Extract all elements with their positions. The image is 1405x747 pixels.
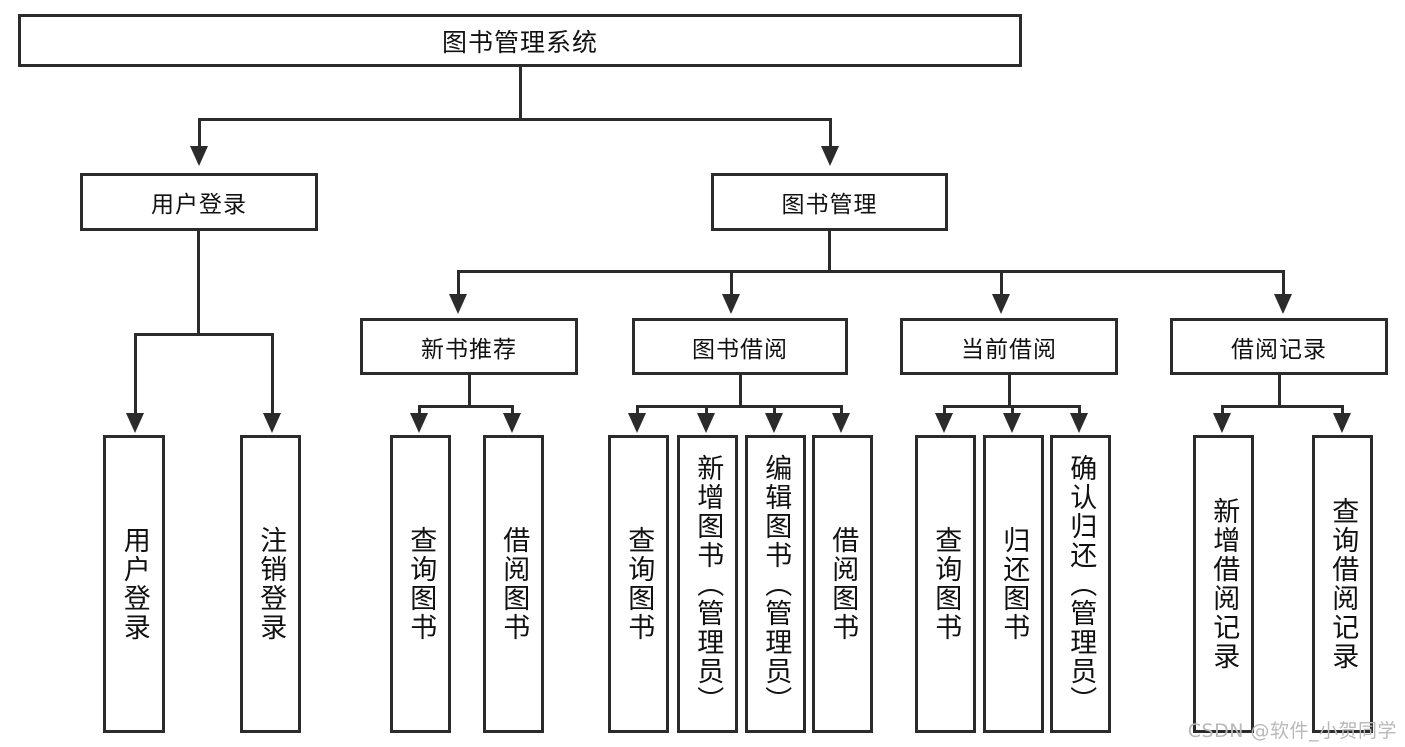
leaf-label: 新增借阅记录 (1208, 497, 1240, 671)
leaf-label: 注销登录 (255, 526, 287, 642)
node-book-management[interactable]: 图书管理 (711, 173, 948, 231)
leaf-query-book-borrow[interactable]: 查询图书 (608, 435, 669, 733)
connector-level1-drop-right (829, 118, 832, 148)
connector-level1-drop-left (198, 118, 201, 148)
arrowhead-level2-new-books (449, 294, 467, 314)
connector-level2-bar (457, 270, 1285, 273)
node-current-borrow[interactable]: 当前借阅 (900, 318, 1118, 375)
leaf-query-borrow-record[interactable]: 查询借阅记录 (1312, 435, 1373, 733)
connector-borrow-records-drop-1 (1221, 405, 1224, 415)
leaf-borrow-book[interactable]: 借阅图书 (812, 435, 873, 733)
leaf-add-book-admin[interactable]: 新增图书（管理员） (677, 435, 738, 733)
node-borrow-records[interactable]: 借阅记录 (1170, 318, 1388, 375)
connector-user-login-stem (197, 231, 200, 333)
leaf-logout[interactable]: 注销登录 (240, 435, 301, 733)
connector-book-borrow-drop-3 (773, 405, 776, 415)
arrowhead-level2-current (992, 294, 1010, 314)
arrowhead-leaf-query-book-3 (935, 413, 953, 433)
arrowhead-leaf-query-book-2 (628, 413, 646, 433)
leaf-label: 查询图书 (405, 526, 437, 642)
arrowhead-leaf-add-record (1213, 413, 1231, 433)
leaf-label: 查询图书 (930, 526, 962, 642)
node-new-book-recommend[interactable]: 新书推荐 (360, 318, 578, 375)
connector-level2-drop-2 (730, 270, 733, 296)
connector-user-login-drop-2 (271, 333, 274, 415)
arrowhead-level2-borrow (722, 294, 740, 314)
leaf-label: 借阅图书 (498, 526, 530, 642)
connector-new-book-drop-1 (418, 405, 421, 415)
node-label: 借阅记录 (1231, 336, 1327, 363)
node-root-system[interactable]: 图书管理系统 (18, 14, 1022, 67)
leaf-edit-book-admin[interactable]: 编辑图书（管理员） (745, 435, 806, 733)
leaf-confirm-return-admin[interactable]: 确认归还（管理员） (1050, 435, 1111, 733)
leaf-label: 借阅图书 (827, 526, 859, 642)
leaf-borrow-book-recommend[interactable]: 借阅图书 (483, 435, 544, 733)
connector-current-borrow-drop-2 (1011, 405, 1014, 415)
leaf-label: 查询借阅记录 (1327, 497, 1359, 671)
leaf-label: 编辑图书（管理员） (760, 453, 792, 715)
arrowhead-leaf-edit-book (765, 413, 783, 433)
connector-current-borrow-drop-1 (943, 405, 946, 415)
node-label: 图书管理系统 (441, 27, 598, 57)
leaf-label: 确认归还（管理员） (1065, 453, 1097, 715)
node-user-login[interactable]: 用户登录 (80, 173, 318, 231)
arrowhead-leaf-query-book-1 (410, 413, 428, 433)
connector-borrow-records-drop-2 (1341, 405, 1344, 415)
arrowhead-leaf-borrow-book-2 (832, 413, 850, 433)
node-label: 新书推荐 (421, 336, 517, 363)
node-label: 当前借阅 (961, 336, 1057, 363)
arrowhead-leaf-query-record (1333, 413, 1351, 433)
arrowhead-level1-left (190, 146, 208, 166)
connector-book-borrow-stem (739, 375, 742, 405)
arrowhead-level1-right (821, 146, 839, 166)
leaf-label: 新增图书（管理员） (692, 453, 724, 715)
leaf-query-book-recommend[interactable]: 查询图书 (390, 435, 451, 733)
connector-book-borrow-drop-2 (705, 405, 708, 415)
node-label: 用户登录 (151, 192, 247, 218)
connector-user-login-bar (134, 333, 274, 336)
connector-user-login-drop-1 (134, 333, 137, 415)
leaf-query-book-current[interactable]: 查询图书 (915, 435, 976, 733)
arrowhead-leaf-return-book (1003, 413, 1021, 433)
connector-book-mgmt-stem (828, 231, 831, 270)
connector-book-borrow-drop-1 (636, 405, 639, 415)
connector-current-borrow-drop-3 (1078, 405, 1081, 415)
arrowhead-leaf-confirm-return (1070, 413, 1088, 433)
connector-root-stem (519, 67, 522, 118)
arrowhead-leaf-logout (263, 413, 281, 433)
connector-new-book-drop-2 (511, 405, 514, 415)
node-book-borrow[interactable]: 图书借阅 (632, 318, 848, 375)
connector-borrow-records-bar (1221, 405, 1343, 408)
connector-level2-drop-3 (1000, 270, 1003, 296)
node-label: 图书管理 (781, 192, 878, 218)
leaf-label: 查询图书 (623, 526, 655, 642)
connector-level1-bar (198, 118, 832, 121)
connector-level2-drop-1 (457, 270, 460, 296)
leaf-return-book[interactable]: 归还图书 (983, 435, 1044, 733)
leaf-label: 归还图书 (998, 526, 1030, 642)
arrowhead-leaf-user-login (126, 413, 144, 433)
connector-borrow-records-stem (1278, 375, 1281, 405)
leaf-add-borrow-record[interactable]: 新增借阅记录 (1193, 435, 1254, 733)
arrowhead-leaf-add-book (697, 413, 715, 433)
leaf-label: 用户登录 (118, 526, 150, 642)
connector-book-borrow-bar (636, 405, 842, 408)
leaf-user-login[interactable]: 用户登录 (103, 435, 165, 733)
connector-new-book-bar (418, 405, 513, 408)
connector-level2-drop-4 (1282, 270, 1285, 296)
node-label: 图书借阅 (692, 336, 788, 363)
connector-current-borrow-stem (1008, 375, 1011, 405)
arrowhead-level2-records (1274, 294, 1292, 314)
connector-book-borrow-drop-4 (840, 405, 843, 415)
arrowhead-leaf-borrow-book-1 (503, 413, 521, 433)
connector-new-book-stem (468, 375, 471, 405)
